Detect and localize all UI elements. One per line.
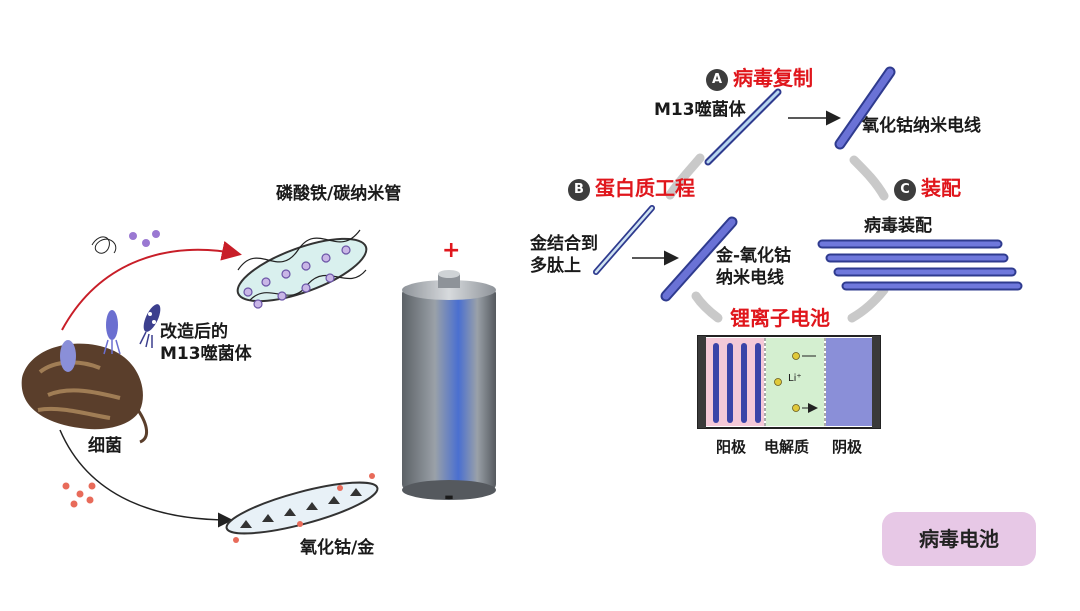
label-m13-phage: M13噬菌体 bbox=[654, 100, 746, 120]
li-ion-label: Li⁺ bbox=[788, 373, 802, 384]
label-anode: 阳极 bbox=[716, 438, 747, 456]
label-virus-assembly: 病毒装配 bbox=[864, 216, 932, 236]
label-cobalt-nanowire: 氧化钴纳米电线 bbox=[862, 116, 981, 136]
label-gold-binding-line1: 金结合到 bbox=[530, 234, 598, 254]
battery-minus-sign: - bbox=[444, 482, 454, 510]
bacteria-illustration bbox=[21, 340, 148, 444]
step-b-letter: B bbox=[568, 179, 590, 201]
label-iron-phosphate-nanotube: 磷酸铁/碳纳米管 bbox=[276, 184, 402, 204]
arrow-to-bottom-product bbox=[59, 429, 233, 528]
li-ion-cell-diagram bbox=[697, 335, 881, 429]
arrow-to-top-product bbox=[61, 240, 242, 331]
li-ion-battery-title: 锂离子电池 bbox=[730, 306, 830, 330]
label-electrolyte: 电解质 bbox=[764, 438, 810, 456]
step-c-letter: C bbox=[894, 179, 916, 201]
label-modified-phage-line1: 改造后的 bbox=[160, 322, 228, 342]
gold-binding-phage bbox=[593, 205, 655, 275]
label-gold-cobalt-line2: 纳米电线 bbox=[716, 268, 784, 288]
label-modified-phage-line2: M13噬菌体 bbox=[160, 344, 252, 364]
label-gold-binding-line2: 多肽上 bbox=[530, 256, 581, 276]
gold-cobalt-nanowire bbox=[660, 216, 738, 302]
m13-phage-illustration bbox=[704, 88, 782, 166]
label-bacteria: 细菌 bbox=[88, 436, 122, 456]
label-cobalt-oxide-gold: 氧化钴/金 bbox=[300, 538, 375, 558]
step-c-title: 装配 bbox=[921, 176, 961, 200]
iron-phosphate-nanotube-illustration bbox=[236, 229, 368, 309]
step-b-title: 蛋白质工程 bbox=[595, 176, 695, 200]
virus-assembly-illustration bbox=[817, 239, 1023, 291]
battery-illustration bbox=[402, 270, 496, 500]
label-gold-cobalt-line1: 金-氧化钴 bbox=[716, 246, 792, 266]
label-cathode: 阴极 bbox=[832, 438, 863, 456]
step-a-letter: A bbox=[706, 69, 728, 91]
cobalt-oxide-gold-illustration bbox=[225, 473, 379, 543]
cobalt-oxide-nanowire bbox=[834, 66, 896, 150]
step-a-title: 病毒复制 bbox=[733, 66, 813, 90]
modified-phage-icons bbox=[103, 304, 161, 355]
battery-plus-sign: + bbox=[442, 238, 461, 263]
virus-battery-badge: 病毒电池 bbox=[882, 512, 1036, 566]
